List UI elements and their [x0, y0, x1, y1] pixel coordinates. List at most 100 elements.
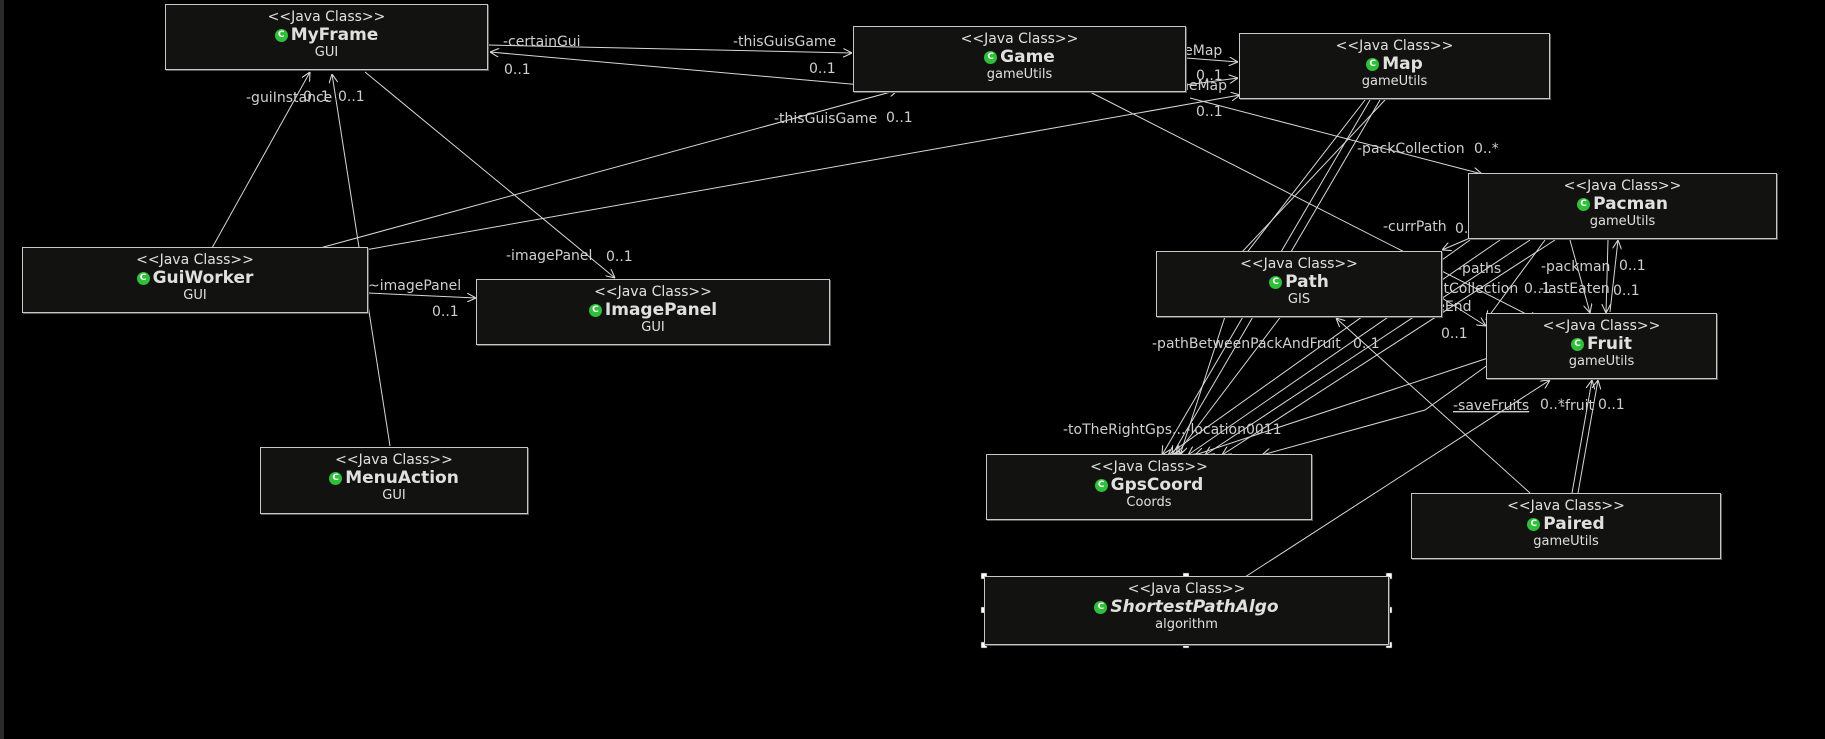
label-thisGuisGame-1: -thisGuisGame: [733, 34, 836, 50]
class-c-icon: C: [1571, 337, 1585, 351]
edge-path-gps[interactable]: [1176, 314, 1283, 455]
class-c-icon: C: [329, 471, 343, 485]
edge-myframe-game[interactable]: [487, 44, 852, 53]
label-fc-mult: 0..1: [1524, 281, 1551, 297]
edge-fruit-gps-1[interactable]: [1195, 357, 1489, 455]
edge-pacman-gps-4[interactable]: [1222, 239, 1556, 455]
edge-pacman-path[interactable]: [1442, 237, 1471, 250]
label-sf-mult: 0..*: [1540, 397, 1565, 413]
class-package: GUI: [314, 45, 339, 60]
class-package: gameUtils: [1361, 74, 1428, 89]
label-gui-mult-b: 0..1: [338, 89, 365, 105]
edge-path-fruit[interactable]: [1441, 297, 1486, 326]
stereotype-label: <<Java Class>>: [1090, 459, 1208, 475]
class-package: GIS: [1287, 292, 1311, 307]
label-fe-mult: 0..1: [1441, 326, 1468, 342]
edge-game-fruit[interactable]: [1089, 91, 1538, 320]
class-c-icon: C: [1094, 478, 1108, 492]
label-fruit: -fruit: [1560, 398, 1594, 414]
edge-guiworker-game[interactable]: [319, 90, 898, 249]
class-package: gameUtils: [1533, 534, 1599, 549]
stereotype-label: <<Java Class>>: [1563, 178, 1682, 194]
stereotype-label: <<Java Class>>: [1240, 256, 1358, 272]
class-package: gameUtils: [986, 67, 1053, 82]
edge-game-map-2[interactable]: [1185, 78, 1238, 86]
edge-myframe-imagepanel[interactable]: [364, 71, 615, 278]
edge-pacman-fruit-3[interactable]: [1486, 239, 1546, 320]
label-ip-mult-a: 0..1: [606, 249, 633, 265]
class-c-icon: C: [1094, 600, 1108, 614]
stereotype-label: <<Java Class>>: [267, 9, 386, 25]
label-ip-mult-b: 0..1: [432, 304, 459, 320]
edge-paired-path[interactable]: [1336, 318, 1531, 494]
stereotype-label: <<Java Class>>: [1542, 318, 1661, 334]
class-c-icon: C: [1366, 57, 1380, 71]
class-c-icon: C: [588, 303, 602, 317]
edge-guiworker-map[interactable]: [364, 95, 1240, 251]
edge-pacman-gps-2[interactable]: [1188, 239, 1501, 455]
edge-map-gps-3[interactable]: [1241, 99, 1386, 253]
class-package: GUI: [183, 288, 207, 303]
class-c-icon: C: [274, 28, 288, 42]
class-package: gameUtils: [1589, 214, 1656, 229]
edge-fruit-gps-2[interactable]: [1262, 361, 1493, 455]
edge-algo-fruit[interactable]: [1244, 380, 1550, 578]
class-c-icon: C: [136, 271, 150, 285]
editor-left-edge: [0, 0, 4, 739]
label-lastEaten: -lastEaten: [1539, 281, 1610, 297]
stereotype-label: <<Java Class>>: [1335, 38, 1454, 54]
class-c-icon: C: [984, 50, 998, 64]
label-pathBetween: -pathBetweenPackAndFruit: [1152, 336, 1341, 352]
edge-paired-fruit-1[interactable]: [1571, 380, 1592, 494]
stereotype-label: <<Java Class>>: [960, 31, 1079, 47]
edge-game-pacman[interactable]: [1189, 97, 1482, 174]
class-package: GUI: [382, 488, 406, 503]
edge-paired-fruit-2[interactable]: [1577, 380, 1598, 494]
edge-fruit-pacman-1[interactable]: [1609, 240, 1618, 313]
edge-game-myframe[interactable]: [490, 52, 896, 89]
label-g-mult-a: 0..1: [809, 61, 836, 77]
edge-guiworker-myframe[interactable]: [211, 72, 310, 249]
label-mf-mult: 0..1: [504, 62, 531, 78]
class-package: GUI: [641, 320, 665, 335]
label-g-mult-b: 0..1: [886, 110, 913, 126]
class-package: gameUtils: [1568, 354, 1635, 369]
edge-guiworker-imagepanel[interactable]: [367, 292, 476, 298]
edge-pacman-fruit-2[interactable]: [1606, 239, 1608, 313]
label-map-mult-a: 0..1: [1196, 68, 1223, 84]
stereotype-label: <<Java Class>>: [1127, 581, 1246, 597]
label-packCollection: -packCollection: [1357, 141, 1465, 157]
stereotype-label: <<Java Class>>: [594, 284, 712, 300]
label-gui-mult-a: 0..1: [303, 89, 330, 105]
label-gps-cluster: -toTheRightGps...-location0011: [1063, 422, 1282, 438]
label-le-mult: 0..1: [1613, 283, 1640, 299]
class-package: algorithm: [1155, 617, 1218, 632]
label-pb-mult: 0..1: [1353, 336, 1380, 352]
edge-pacman-fruit-1[interactable]: [1569, 239, 1590, 313]
edge-game-map-1[interactable]: [1185, 58, 1238, 62]
edge-pacman-gps-3[interactable]: [1205, 239, 1531, 455]
